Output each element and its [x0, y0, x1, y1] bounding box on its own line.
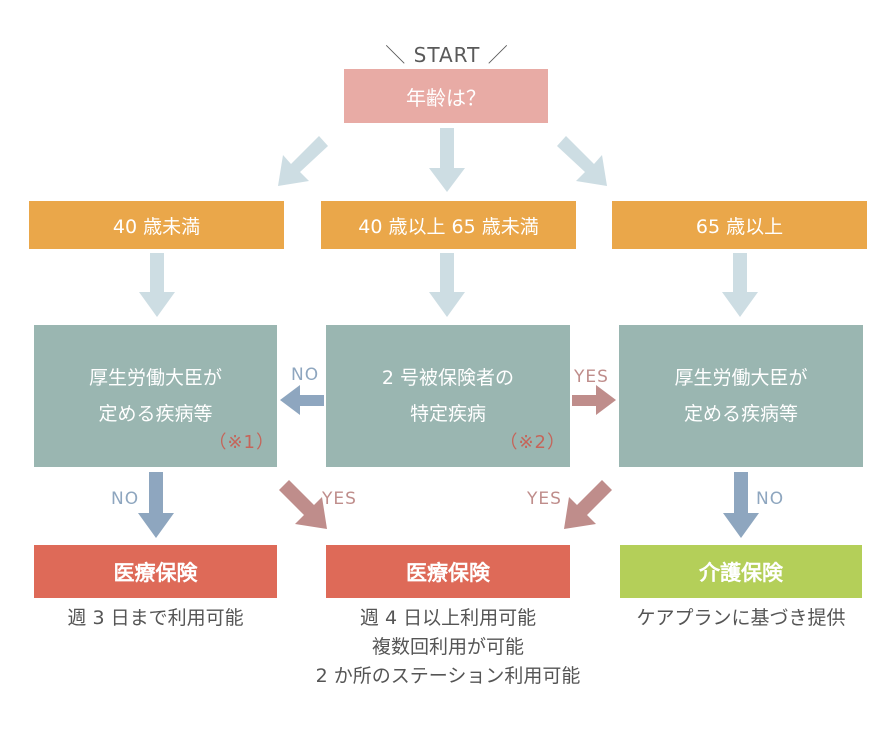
arrow-no-horizontal [280, 385, 324, 415]
label-no-right: NO [756, 489, 785, 509]
arrow-under40-to-cond [139, 253, 175, 317]
condition-box-center: 2 号被保険者の 特定疾病 （※2） [326, 325, 570, 467]
label-yes-right: YES [527, 489, 562, 509]
arrow-to-over65 [557, 136, 607, 186]
age-group-40-65: 40 歳以上 65 歳未満 [321, 201, 576, 249]
result-right-description: ケアプランに基づき提供 [610, 604, 872, 633]
label-yes-left: YES [322, 489, 357, 509]
label-no-left: NO [111, 489, 140, 509]
age-group-over65: 65 歳以上 [612, 201, 867, 249]
arrow-yes-horizontal [572, 385, 616, 415]
arrow-no-left-down [138, 472, 174, 538]
arrow-yes-left-diagonal [279, 480, 327, 529]
arrow-to-under40 [278, 136, 328, 186]
condition-center-line1: 2 号被保険者の [381, 367, 515, 389]
condition-right-line2: 定める疾病等 [683, 403, 798, 425]
arrow-to-40-65 [429, 128, 465, 192]
label-no-horizontal: NO [291, 365, 320, 385]
condition-box-left: 厚生労働大臣が 定める疾病等 （※1） [34, 325, 277, 467]
result-care-insurance: 介護保険 [620, 545, 862, 598]
age-question-box: 年齢は？ [344, 69, 548, 123]
condition-box-right: 厚生労働大臣が 定める疾病等 [619, 325, 863, 467]
label-yes-horizontal: YES [574, 367, 609, 387]
result-center-description: 週 4 日以上利用可能 複数回利用が可能 2 か所のステーション利用可能 [298, 604, 598, 691]
result-right-desc-line: ケアプランに基づき提供 [636, 607, 846, 629]
result-left-description: 週 3 日まで利用可能 [34, 604, 277, 633]
result-center-desc-line3: 2 か所のステーション利用可能 [315, 665, 581, 687]
result-center-desc-line2: 複数回利用が可能 [371, 636, 524, 658]
condition-left-note: （※1） [208, 432, 275, 453]
condition-center-line2: 特定疾病 [409, 403, 486, 425]
age-group-under40: 40 歳未満 [29, 201, 284, 249]
result-left-desc-line: 週 3 日まで利用可能 [67, 607, 244, 629]
arrow-yes-right-diagonal [564, 480, 612, 529]
result-medical-insurance-left: 医療保険 [34, 545, 277, 598]
start-label: ＼ START ／ [385, 42, 509, 67]
arrow-no-right-down [723, 472, 759, 538]
condition-center-note: （※2） [499, 432, 566, 453]
condition-left-line2: 定める疾病等 [98, 403, 213, 425]
result-center-desc-line1: 週 4 日以上利用可能 [359, 607, 537, 629]
condition-left-line1: 厚生労働大臣が [88, 367, 222, 389]
arrow-40-65-to-cond [429, 253, 465, 317]
arrow-over65-to-cond [722, 253, 758, 317]
condition-right-line1: 厚生労働大臣が [674, 367, 808, 389]
result-medical-insurance-center: 医療保険 [326, 545, 570, 598]
